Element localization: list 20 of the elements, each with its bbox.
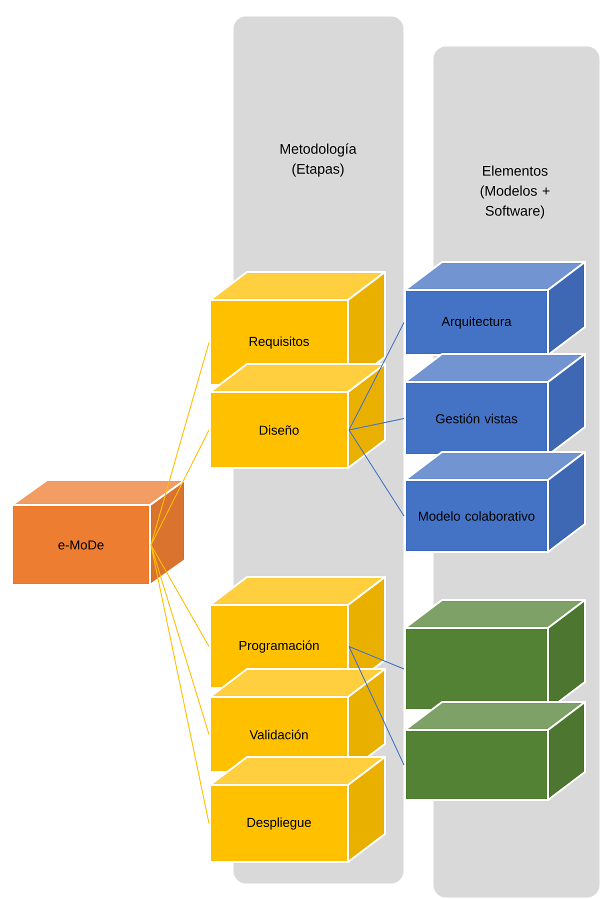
cuboid-box: Diseño (209, 363, 386, 469)
connector-line (150, 430, 210, 546)
column-heading: Elementos (Modelos + Software) (480, 165, 550, 219)
connector-line (348, 646, 404, 670)
cuboid-box: Arquitectura (404, 261, 586, 356)
cuboid-box: Gestión vistas (404, 353, 586, 456)
cuboid-box: e-MoDe (11, 479, 186, 586)
connector-line (150, 544, 210, 735)
connector-line (150, 544, 210, 647)
connector-line (150, 342, 210, 546)
connector-line (150, 544, 210, 824)
cuboid-box (404, 701, 586, 801)
connector-line (348, 430, 404, 516)
connector-line (348, 646, 404, 766)
connector-line (348, 322, 404, 430)
connector-line (348, 418, 404, 430)
cuboid-box (404, 599, 586, 711)
cuboid-box: Modelo colaborativo (404, 451, 586, 553)
column-heading: Metodología (Etapas) (280, 143, 357, 177)
cuboid-box: Despliegue (209, 756, 386, 863)
